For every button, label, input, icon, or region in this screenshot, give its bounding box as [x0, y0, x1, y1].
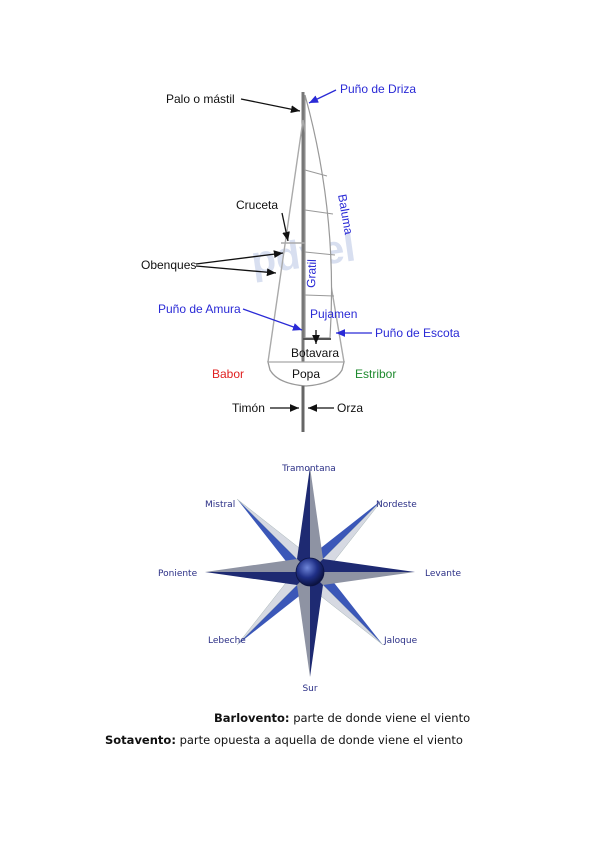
- shrouds-arrow-2: [195, 265, 277, 277]
- compass-rose: [205, 467, 415, 677]
- definition-term: Sotavento:: [105, 733, 176, 747]
- tack-arrow: [242, 308, 303, 331]
- sailboat-diagram: pdvel Palo o mástil P: [141, 82, 460, 432]
- compass-label-w: Poniente: [158, 569, 198, 579]
- compass-hub: [295, 557, 325, 587]
- batten: [304, 169, 328, 177]
- label-port: Babor: [212, 367, 244, 381]
- label-foot: Pujamen: [310, 307, 357, 321]
- compass-point-w: [205, 559, 310, 585]
- definition-term: Barlovento:: [214, 711, 290, 725]
- label-halyard-corner: Puño de Driza: [340, 82, 416, 96]
- compass-label-nw: Mistral: [205, 500, 235, 510]
- compass-point-e: [310, 559, 415, 585]
- label-starboard: Estribor: [355, 367, 396, 381]
- compass-label-e: Levante: [425, 569, 461, 579]
- compass-point-s: [297, 572, 323, 677]
- mainsail: [304, 94, 333, 339]
- compass-label-sw: Lebeche: [208, 636, 246, 646]
- batten: [304, 294, 335, 297]
- label-stern: Popa: [292, 367, 320, 381]
- definition-text: parte opuesta a aquella de donde viene e…: [179, 733, 463, 747]
- label-spreader: Cruceta: [236, 198, 278, 212]
- compass-label-s: Sur: [302, 684, 317, 694]
- compass-label-se: Jaloque: [383, 636, 418, 646]
- label-mast: Palo o mástil: [166, 92, 235, 106]
- compass-point-n: [297, 467, 323, 572]
- label-boom: Botavara: [291, 346, 339, 360]
- compass-label-ne: Nordeste: [376, 500, 417, 510]
- halyard-arrow: [308, 89, 337, 104]
- label-clew-corner: Puño de Escota: [375, 326, 460, 340]
- compass-label-n: Tramontana: [281, 464, 336, 474]
- spreader-arrow: [281, 212, 290, 242]
- batten: [304, 209, 334, 215]
- hull: [267, 361, 345, 387]
- label-rudder: Timón: [232, 401, 265, 415]
- definition-text: parte de donde viene el viento: [293, 711, 471, 725]
- label-centerboard: Orza: [337, 401, 363, 415]
- label-tack-corner: Puño de Amura: [158, 302, 241, 316]
- definition-leeward: Sotavento: parte opuesta a aquella de do…: [0, 733, 599, 747]
- definition-windward: Barlovento: parte de donde viene el vien…: [0, 711, 599, 725]
- label-shrouds: Obenques: [141, 258, 196, 272]
- mast-arrow: [240, 98, 301, 114]
- shroud-left: [267, 119, 304, 363]
- label-luff: Gratil: [304, 259, 319, 288]
- batten: [304, 251, 336, 256]
- shrouds-arrow-1: [195, 250, 284, 265]
